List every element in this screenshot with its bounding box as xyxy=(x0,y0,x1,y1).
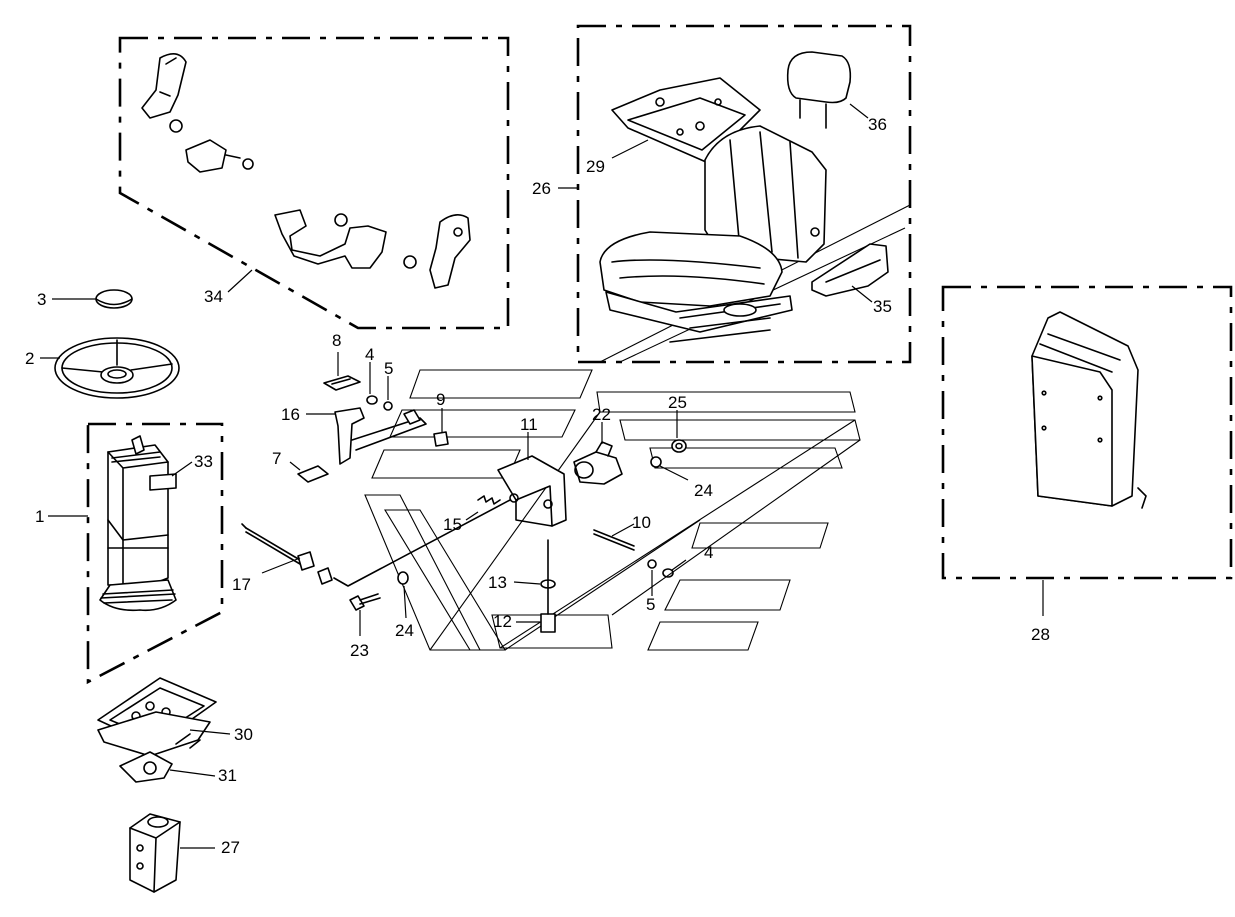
callout-10: 10 xyxy=(632,513,651,532)
bushing-icon xyxy=(433,431,449,447)
pedal-icon xyxy=(334,407,427,465)
steering-valve-icon xyxy=(129,813,181,893)
callout-33: 33 xyxy=(194,452,213,471)
lever-parts-icon xyxy=(141,53,471,289)
callout-labels: 3 2 1 34 8 4 5 16 7 9 11 15 22 17 23 24 … xyxy=(25,115,1050,857)
callout-35: 35 xyxy=(873,297,892,316)
spring-icon xyxy=(477,495,501,505)
pin-icon xyxy=(593,529,635,551)
ring-icons xyxy=(366,395,674,578)
callout-5a: 5 xyxy=(384,359,393,378)
leader-lines xyxy=(40,103,1044,849)
pedal-pad-icon xyxy=(323,375,361,391)
nut-icons xyxy=(397,439,687,585)
callout-23: 23 xyxy=(350,641,369,660)
callout-4a: 4 xyxy=(365,345,374,364)
callout-24a: 24 xyxy=(395,621,414,640)
group-box-26 xyxy=(576,24,912,364)
headrest-icon xyxy=(786,51,852,129)
callout-1: 1 xyxy=(35,507,44,526)
group-box-1 xyxy=(86,422,224,685)
callout-17: 17 xyxy=(232,575,251,594)
callout-16: 16 xyxy=(281,405,300,424)
valve-plate-icon xyxy=(97,677,217,783)
callout-15: 15 xyxy=(443,515,462,534)
callout-31: 31 xyxy=(218,766,237,785)
callout-22: 22 xyxy=(592,405,611,424)
seat-icon xyxy=(599,125,827,343)
callout-30: 30 xyxy=(234,725,253,744)
cab-panel-icon xyxy=(1031,311,1147,509)
callout-12: 12 xyxy=(493,612,512,631)
pad-icon xyxy=(297,465,329,483)
callout-9: 9 xyxy=(436,390,445,409)
callout-34: 34 xyxy=(204,287,223,306)
callout-24b: 24 xyxy=(694,481,713,500)
armrest-icon xyxy=(811,243,889,297)
callout-3: 3 xyxy=(37,290,46,309)
callout-28: 28 xyxy=(1031,625,1050,644)
group-box-28 xyxy=(941,285,1233,580)
bolt-23-icon xyxy=(349,593,381,611)
steering-column-icon xyxy=(99,435,177,612)
switch-icon xyxy=(573,441,623,485)
steering-wheel-icon xyxy=(54,337,180,399)
callout-11: 11 xyxy=(520,415,538,434)
callout-36: 36 xyxy=(868,115,887,134)
callout-13: 13 xyxy=(488,573,507,592)
callout-4b: 4 xyxy=(704,543,713,562)
callout-27: 27 xyxy=(221,838,240,857)
callout-8: 8 xyxy=(332,331,341,350)
callout-26: 26 xyxy=(532,179,551,198)
callout-29: 29 xyxy=(586,157,605,176)
linkage-rod-icon xyxy=(241,499,511,587)
cap-icon xyxy=(95,289,133,309)
callout-25: 25 xyxy=(668,393,687,412)
callout-2: 2 xyxy=(25,349,34,368)
bracket-icon xyxy=(497,455,567,527)
bolt-icons xyxy=(540,539,556,633)
callout-5b: 5 xyxy=(646,595,655,614)
callout-7: 7 xyxy=(272,449,281,468)
